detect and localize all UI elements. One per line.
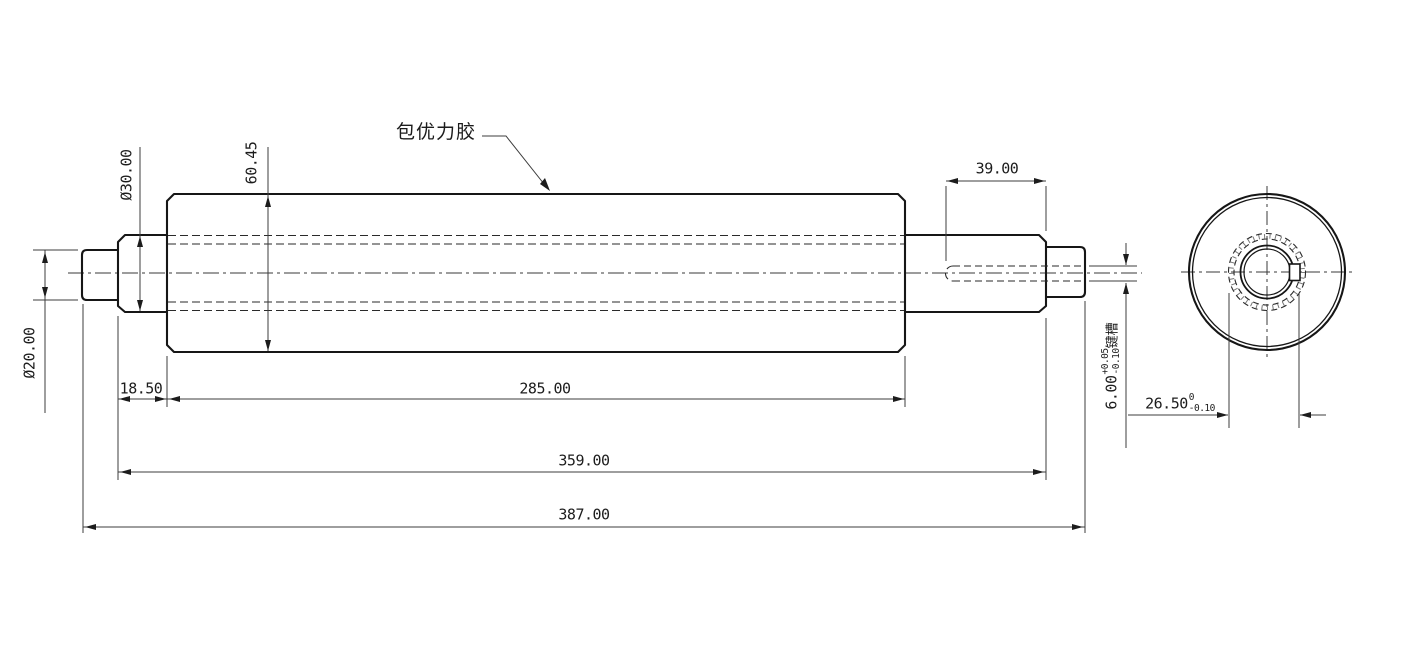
roller-core-circle — [1191, 196, 1343, 348]
dim-text-28500: 285.00 — [519, 379, 571, 398]
keyway-depth-value: 26.50 — [1145, 394, 1188, 413]
rubber-covering-callout: 包优力胶 — [396, 121, 477, 143]
roller-od-circle — [1187, 192, 1347, 352]
keyway-depth-tolerance: 0-0.10 — [1188, 392, 1216, 414]
dim-text-1850: 18.50 — [119, 379, 163, 398]
hidden-shaft-circle-outer — [1227, 232, 1307, 312]
left-shoulder-outline — [116, 233, 167, 314]
keyway-width-suffix: 键槽 — [1105, 322, 1121, 349]
dim-text-dia20: Ø20.00 — [20, 327, 39, 379]
left-shaft-stub-outline — [80, 248, 118, 302]
keyway-slot — [1288, 263, 1301, 282]
hidden-keyway-lines — [945, 265, 1085, 282]
keyway-width-value: 6.00 — [1102, 375, 1121, 410]
dimension-lines — [44, 135, 1326, 528]
dim-text-dia30: Ø30.00 — [117, 149, 136, 201]
dim-text-35900: 359.00 — [558, 451, 610, 470]
callout-leader-line — [482, 135, 549, 190]
side-view — [68, 192, 1142, 354]
dim-text-38700: 387.00 — [558, 505, 610, 524]
dim-text-roller-dia: 60.45 — [242, 141, 261, 185]
right-shaft-stub-outline — [1046, 245, 1087, 299]
arrowheads — [42, 178, 1311, 530]
knurl-texture-ring — [1229, 234, 1305, 310]
right-shoulder-outline — [905, 233, 1048, 314]
roller-body-outline — [165, 192, 907, 354]
hidden-core-lines — [168, 234, 904, 312]
keyway-width-tolerance: +0.05-0.10 — [1100, 348, 1122, 375]
dim-text-39: 39.00 — [975, 159, 1019, 178]
extension-lines — [33, 186, 1300, 533]
end-view — [1181, 186, 1354, 357]
